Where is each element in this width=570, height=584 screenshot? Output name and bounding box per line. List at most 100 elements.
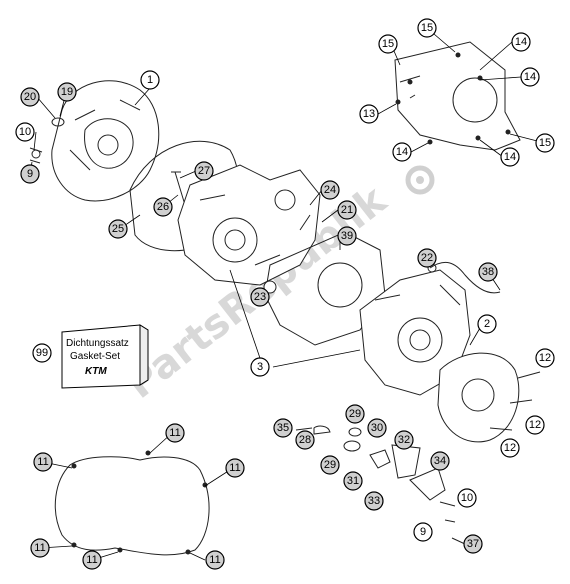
gasket-kit-box: Dichtungssatz Gasket-Set KTM <box>61 324 149 389</box>
crankcase-gasket <box>264 231 386 346</box>
callout-text: 28 <box>299 434 311 446</box>
callout-text: 11 <box>229 462 240 474</box>
callout-text: 34 <box>434 455 446 467</box>
callout-text: 39 <box>341 230 353 242</box>
kit-box-line1: Dichtungssatz <box>66 338 129 349</box>
callout-text: 11 <box>37 456 48 468</box>
callout-text: 9 <box>27 168 33 180</box>
kit-box-line2: Gasket-Set <box>70 351 120 362</box>
callout-text: 14 <box>524 71 536 83</box>
callout-38: 38 <box>478 262 498 282</box>
callout-23: 23 <box>250 287 270 307</box>
callout-text: 15 <box>421 22 433 34</box>
callout-text: 11 <box>34 542 45 554</box>
callout-text: 29 <box>349 408 361 420</box>
callout-25: 25 <box>108 219 128 239</box>
callout-11-f: 11 <box>205 550 225 570</box>
callout-26: 26 <box>153 197 173 217</box>
callout-text: 22 <box>421 252 433 264</box>
callout-text: 27 <box>198 165 210 177</box>
callout-31: 31 <box>343 471 363 491</box>
callout-10-right: 10 <box>457 488 477 508</box>
callout-11-c: 11 <box>225 458 245 478</box>
callout-22: 22 <box>417 248 437 268</box>
callout-text: 30 <box>371 422 383 434</box>
callout-text: 38 <box>482 266 494 278</box>
gasket-holes-lower <box>71 450 208 555</box>
callout-30: 30 <box>367 418 387 438</box>
callout-text: 37 <box>467 538 479 550</box>
callout-19: 19 <box>57 82 77 102</box>
callout-33: 33 <box>364 491 384 511</box>
callout-39: 39 <box>337 226 357 246</box>
dowel-23 <box>263 280 277 294</box>
bolt-12-b <box>509 399 533 404</box>
callout-3: 3 <box>250 357 270 377</box>
callout-text: 11 <box>86 554 97 566</box>
callout-text: 9 <box>420 526 426 538</box>
callout-text: 12 <box>504 442 516 454</box>
callout-text: 32 <box>398 434 410 446</box>
crankcase-right <box>359 269 471 396</box>
callout-13: 13 <box>359 104 379 124</box>
callout-37: 37 <box>463 534 483 554</box>
callout-11-b: 11 <box>33 452 53 472</box>
callout-20: 20 <box>20 87 40 107</box>
callout-29-a: 29 <box>345 404 365 424</box>
callout-14-c: 14 <box>392 142 412 162</box>
callout-9-right: 9 <box>413 522 433 542</box>
callout-24: 24 <box>320 180 340 200</box>
callout-text: 12 <box>529 419 541 431</box>
callout-15-b: 15 <box>378 34 398 54</box>
small-fasteners-left <box>29 117 65 164</box>
callout-text: 24 <box>324 184 336 196</box>
callout-text: 31 <box>347 475 359 487</box>
callout-12-c: 12 <box>500 438 520 458</box>
callout-text: 3 <box>257 361 263 373</box>
callout-text: 13 <box>363 108 375 120</box>
callout-9-left: 9 <box>20 164 40 184</box>
callout-21: 21 <box>337 200 357 220</box>
callout-text: 19 <box>61 86 73 98</box>
callout-27: 27 <box>194 161 214 181</box>
gear-watermark-icon <box>405 165 435 195</box>
hose-38 <box>429 261 501 294</box>
callout-35: 35 <box>273 418 293 438</box>
callout-32: 32 <box>394 430 414 450</box>
callout-text: 11 <box>169 427 180 439</box>
callout-11-a: 11 <box>165 423 185 443</box>
callout-text: 33 <box>368 495 380 507</box>
crankcase-left <box>177 164 321 286</box>
callout-text: 29 <box>324 459 336 471</box>
callout-99: 99 <box>32 343 52 363</box>
callout-14-a: 14 <box>511 32 531 52</box>
water-pump-parts <box>295 425 466 545</box>
callout-text: 23 <box>254 291 266 303</box>
callout-text: 10 <box>461 492 473 504</box>
callout-text: 99 <box>36 347 48 359</box>
callout-15-a: 15 <box>417 18 437 38</box>
gasket-holes <box>395 52 511 145</box>
callout-29-b: 29 <box>320 455 340 475</box>
callout-1: 1 <box>140 70 160 90</box>
cover-gasket-lower <box>54 450 210 556</box>
callout-text: 14 <box>504 151 516 163</box>
callout-text: 20 <box>24 91 36 103</box>
callout-text: 11 <box>209 554 220 566</box>
callout-15-c: 15 <box>535 133 555 153</box>
callout-text: 14 <box>515 36 527 48</box>
callout-text: 15 <box>539 137 551 149</box>
callout-10-left: 10 <box>15 122 35 142</box>
callout-text: 25 <box>112 223 124 235</box>
callout-11-d: 11 <box>30 538 50 558</box>
callout-text: 14 <box>396 146 408 158</box>
callout-12-b: 12 <box>525 415 545 435</box>
kit-box-brand: KTM <box>85 366 107 377</box>
callout-text: 21 <box>341 204 353 216</box>
callout-12-a: 12 <box>535 348 555 368</box>
callout-34: 34 <box>430 451 450 471</box>
callout-2: 2 <box>477 314 497 334</box>
callout-14-b: 14 <box>520 67 540 87</box>
callout-11-e: 11 <box>82 550 102 570</box>
callout-14-d: 14 <box>500 147 520 167</box>
